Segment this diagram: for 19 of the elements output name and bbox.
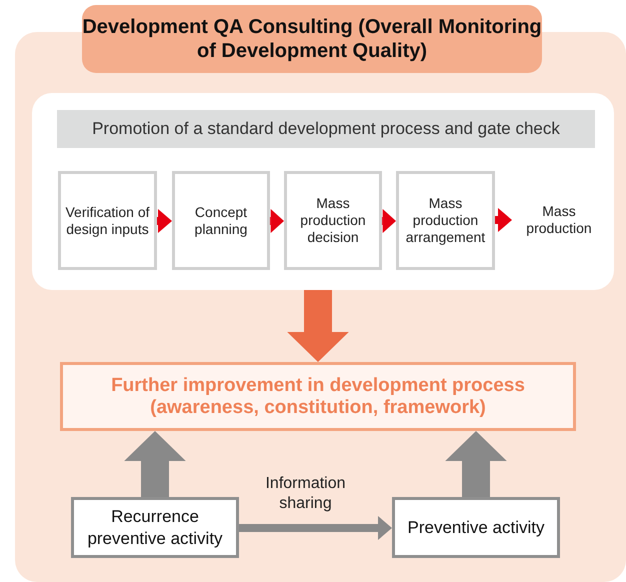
activity-box: Preventive activity: [392, 497, 560, 558]
process-box: Concept planning: [172, 171, 270, 270]
process-panel: [32, 93, 614, 290]
arrow: [270, 209, 284, 233]
arrow: [495, 208, 512, 232]
arrow: [445, 431, 507, 497]
process-box: Mass production arrangement: [396, 171, 495, 270]
arrow: [239, 516, 392, 540]
process-box: Mass production decision: [284, 171, 382, 270]
arrow: [287, 290, 349, 362]
process-box: Verification of design inputs: [58, 171, 157, 270]
arrow: [157, 209, 172, 233]
arrow: [382, 209, 396, 233]
result-box: Further improvement in development process (awareness, constitution, framework): [60, 362, 576, 431]
title-box: Development QA Consulting (Overall Monitoring of Development Quality): [82, 5, 542, 73]
step-label: Mass production: [512, 193, 606, 247]
header-band: Promotion of a standard development process and gate check: [57, 110, 595, 148]
activity-box: Recurrence preventive activity: [71, 497, 239, 558]
arrow: [124, 431, 186, 497]
